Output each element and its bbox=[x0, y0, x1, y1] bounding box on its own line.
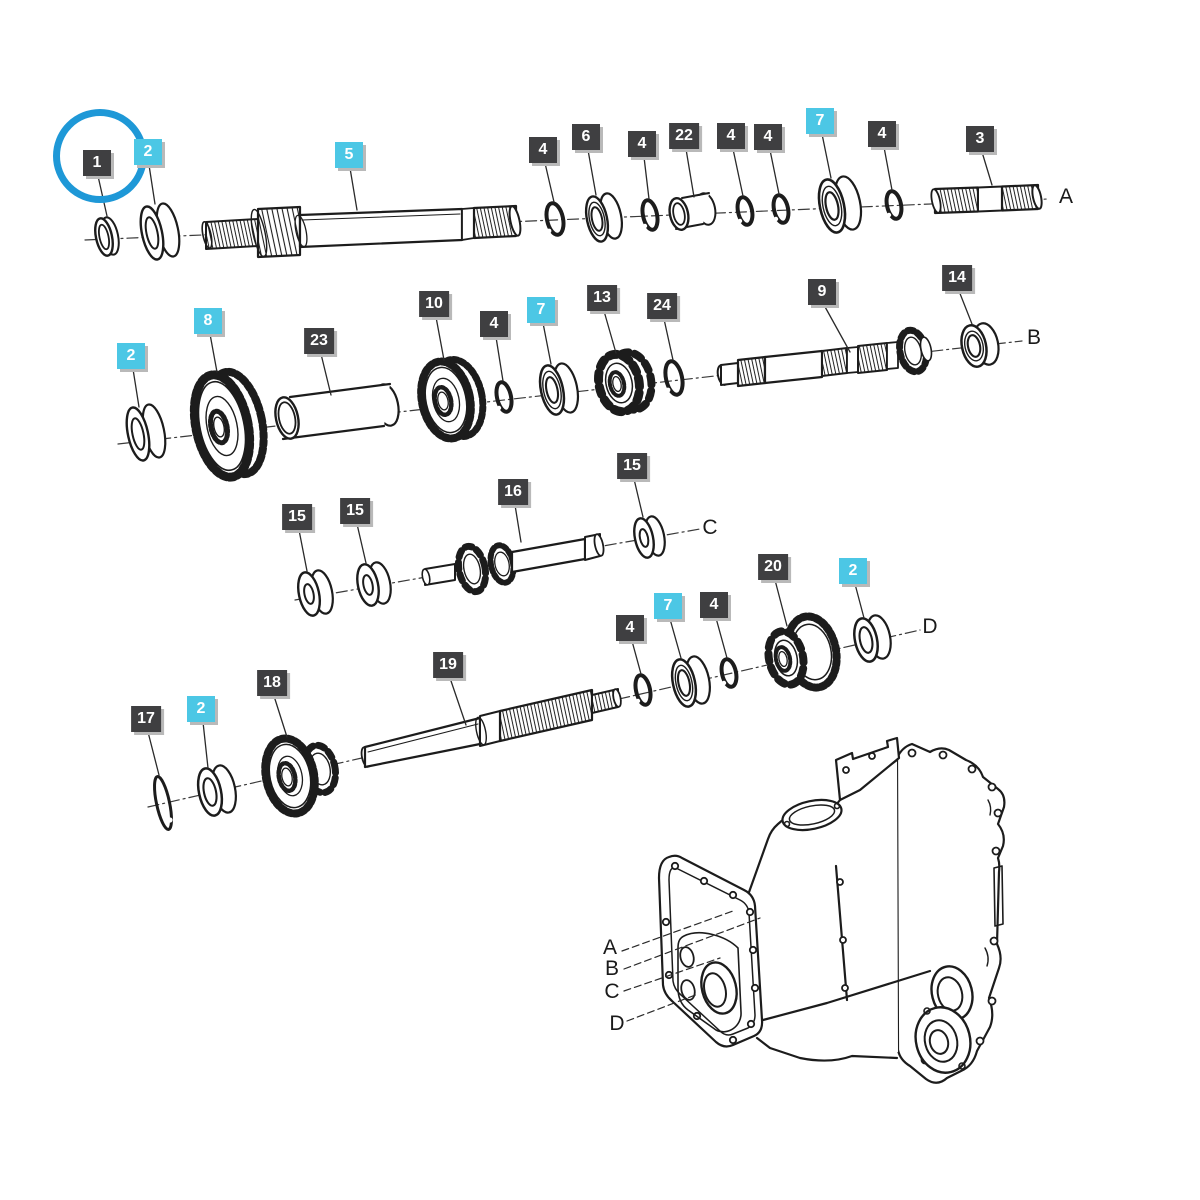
part-label-4: 4 bbox=[529, 137, 557, 163]
part-2-bearing bbox=[853, 614, 892, 663]
part-label-4: 4 bbox=[754, 124, 782, 150]
housing-callout-b: B bbox=[604, 957, 620, 980]
housing-callout-d: D bbox=[609, 1012, 625, 1035]
part-label-15: 15 bbox=[340, 498, 370, 524]
part-22-bushing bbox=[668, 192, 717, 231]
part-6-bearing bbox=[584, 192, 623, 243]
part-label-17: 17 bbox=[131, 706, 161, 732]
part-label-9: 9 bbox=[808, 279, 836, 305]
part-label-8: 8 bbox=[194, 308, 222, 334]
row-a-parts bbox=[94, 175, 1043, 261]
part-label-14: 14 bbox=[942, 265, 972, 291]
part-2-bearing-ring bbox=[125, 403, 167, 462]
part-label-2: 2 bbox=[134, 139, 162, 165]
housing-callout-a: A bbox=[602, 936, 618, 959]
part-label-5: 5 bbox=[335, 142, 363, 168]
part-15-collar bbox=[633, 515, 666, 559]
part-24-snap-ring bbox=[663, 359, 685, 397]
row-b-parts bbox=[125, 322, 1000, 482]
part-label-24: 24 bbox=[647, 293, 677, 319]
part-label-3: 3 bbox=[966, 126, 994, 152]
row-d-parts bbox=[633, 612, 892, 708]
part-1-seal bbox=[94, 216, 120, 257]
part-15-collar bbox=[356, 561, 392, 607]
axis-letter-c: C bbox=[702, 516, 718, 539]
axis-letter-b: B bbox=[1026, 326, 1042, 349]
part-4-snap-ring bbox=[884, 189, 904, 221]
part-7-bearing bbox=[670, 655, 711, 708]
part-label-19: 19 bbox=[433, 652, 463, 678]
part-label-4: 4 bbox=[700, 592, 728, 618]
part-label-23: 23 bbox=[304, 328, 334, 354]
axis-letter-d: D bbox=[922, 615, 938, 638]
part-label-20: 20 bbox=[758, 554, 788, 580]
part-16-reverse-idler-shaft bbox=[421, 533, 605, 596]
part-label-18: 18 bbox=[257, 670, 287, 696]
part-19-main-shaft bbox=[360, 688, 622, 769]
part-label-15: 15 bbox=[617, 453, 647, 479]
part-23-spacer-tube bbox=[274, 382, 400, 441]
part-2-bearing bbox=[196, 764, 237, 817]
part-4-snap-ring bbox=[633, 673, 653, 707]
row-c-parts bbox=[297, 515, 666, 617]
part-label-22: 22 bbox=[669, 123, 699, 149]
part-label-6: 6 bbox=[572, 124, 600, 150]
part-4-snap-ring bbox=[735, 195, 755, 227]
part-2-bearing bbox=[139, 202, 181, 261]
part-4-snap-ring bbox=[544, 201, 566, 237]
part-8-gear bbox=[189, 367, 268, 482]
part-7-bearing bbox=[817, 175, 863, 234]
part-20-double-gear bbox=[764, 612, 841, 692]
part-15-collar bbox=[297, 569, 334, 617]
part-label-15: 15 bbox=[282, 504, 312, 530]
part-label-10: 10 bbox=[419, 291, 449, 317]
part-label-4: 4 bbox=[717, 123, 745, 149]
part-10-gear bbox=[417, 356, 487, 443]
part-label-16: 16 bbox=[498, 479, 528, 505]
part-label-13: 13 bbox=[587, 285, 617, 311]
part-label-2: 2 bbox=[117, 343, 145, 369]
part-3-shaft bbox=[930, 183, 1043, 215]
part-13-gear bbox=[594, 348, 656, 417]
part-label-1: 1 bbox=[83, 150, 111, 176]
part-4-snap-ring bbox=[771, 193, 791, 225]
part-4-snap-ring bbox=[719, 657, 739, 689]
part-5-input-shaft bbox=[201, 204, 522, 259]
part-7-bearing bbox=[538, 362, 580, 416]
part-label-7: 7 bbox=[806, 108, 834, 134]
part-14-bearing bbox=[960, 322, 1000, 368]
part-9-countershaft bbox=[716, 326, 933, 388]
part-18-double-gear bbox=[261, 734, 339, 818]
part-4-snap-ring bbox=[494, 380, 514, 414]
part-label-4: 4 bbox=[868, 121, 896, 147]
part-label-2: 2 bbox=[839, 558, 867, 584]
axis-letter-a: A bbox=[1058, 185, 1074, 208]
part-17-snap-ring bbox=[153, 775, 173, 831]
row-e-parts bbox=[153, 688, 622, 831]
housing-callout-c: C bbox=[604, 980, 620, 1003]
part-label-2: 2 bbox=[187, 696, 215, 722]
part-label-4: 4 bbox=[616, 615, 644, 641]
gearbox-housing bbox=[657, 736, 1006, 1084]
part-label-4: 4 bbox=[628, 131, 656, 157]
part-label-7: 7 bbox=[527, 297, 555, 323]
part-4-snap-ring bbox=[640, 198, 660, 232]
part-label-7: 7 bbox=[654, 593, 682, 619]
housing-callout-lines bbox=[621, 910, 761, 1022]
part-label-4: 4 bbox=[480, 311, 508, 337]
